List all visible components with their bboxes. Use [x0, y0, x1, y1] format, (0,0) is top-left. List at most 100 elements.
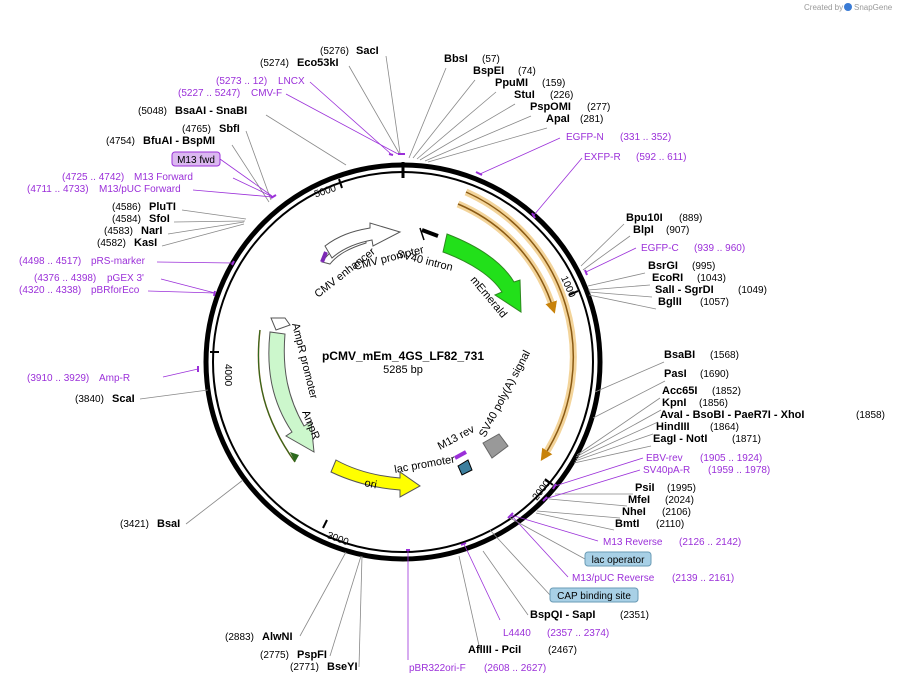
tick-4000: 4000 [222, 364, 233, 387]
leader-lines-left [139, 55, 401, 668]
site-pos: (4582) [97, 238, 126, 249]
primer-name: pBRforEco [91, 285, 140, 296]
primer-pos: (1959 .. 1978) [708, 465, 770, 476]
primers: LNCX (5273 .. 12) CMV-F (5227 .. 5247) E… [19, 76, 770, 674]
sv40-polya-feature: SV40 poly(A) signal [477, 348, 533, 459]
site-name: KpnI [662, 397, 686, 409]
orange-arcs [456, 188, 577, 462]
lac-operator-label: lac operator [592, 555, 645, 566]
site-pos: (74) [518, 66, 536, 77]
site-pos: (1864) [710, 422, 739, 433]
site-name: HindIII [656, 421, 690, 433]
site-name: BsaI [157, 518, 180, 530]
plasmid-length: 5285 bp [383, 364, 423, 376]
site-name: PspOMI [530, 101, 571, 113]
site-pos: (1856) [699, 398, 728, 409]
primer-name: EGFP-N [566, 132, 604, 143]
site-pos: (1043) [697, 273, 726, 284]
m13-fwd-label: M13 fwd [177, 155, 215, 166]
site-name: BspEI [473, 65, 504, 77]
site-pos: (1049) [738, 285, 767, 296]
site-name: Bpu10I [626, 212, 663, 224]
site-name: Acc65I [662, 385, 697, 397]
site-name: StuI [514, 89, 535, 101]
site-pos: (2883) [225, 632, 254, 643]
site-name: SfoI [149, 213, 170, 225]
site-name: AlwNI [262, 631, 293, 643]
site-pos: (1852) [712, 386, 741, 397]
primer-name: pGEX 3' [107, 273, 144, 284]
primer-name: EGFP-C [641, 243, 679, 254]
primer-pos: (2608 .. 2627) [484, 663, 546, 674]
primer-pos: (3910 .. 3929) [27, 373, 89, 384]
primer-pos: (4498 .. 4517) [19, 256, 81, 267]
primer-name: L4440 [503, 628, 531, 639]
primer-pos: (4725 .. 4742) [62, 172, 124, 183]
primer-name: EXFP-R [584, 152, 621, 163]
primer-name: LNCX [278, 76, 305, 87]
site-pos: (4584) [112, 214, 141, 225]
primer-pos: (2139 .. 2161) [672, 573, 734, 584]
primer-name: pBR322ori-F [409, 663, 466, 674]
primer-name: Amp-R [99, 373, 130, 384]
site-pos: (907) [666, 225, 689, 236]
lac-promoter-label: lac promoter [393, 453, 456, 475]
snapgene-logo-icon [844, 3, 852, 11]
sites-left: SacI (5276) Eco53kI (5274) BsaAI - SnaBI… [75, 45, 379, 673]
site-name: PpuMI [495, 77, 528, 89]
ampr-promoter-label: AmpR promoter [289, 322, 320, 401]
site-pos: (1690) [700, 369, 729, 380]
leader-lines-right [408, 67, 666, 651]
site-name: MfeI [628, 494, 650, 506]
site-name: AvaI - BsoBI - PaeR7I - XhoI [660, 409, 804, 421]
site-name: BmtI [615, 518, 639, 530]
site-pos: (889) [679, 213, 702, 224]
site-name: BsaBI [664, 349, 695, 361]
site-name: BglII [658, 296, 682, 308]
site-name: BfuAI - BspMI [143, 135, 215, 147]
site-name: BsrGI [648, 260, 678, 272]
site-name: Eco53kI [297, 57, 339, 69]
tick-5000-mark [338, 178, 343, 189]
site-name: KasI [134, 237, 157, 249]
site-name: SbfI [219, 123, 240, 135]
tick-2000-mark [544, 478, 554, 486]
primer-pos: (331 .. 352) [620, 132, 671, 143]
site-pos: (226) [550, 90, 573, 101]
site-pos: (2775) [260, 650, 289, 661]
primer-name: SV40pA-R [643, 465, 690, 476]
site-pos: (1858) [856, 410, 885, 421]
site-pos: (5276) [320, 46, 349, 57]
sv40-polya-label: SV40 poly(A) signal [477, 348, 533, 439]
site-pos: (1568) [710, 350, 739, 361]
site-name: PsiI [635, 482, 655, 494]
primer-pos: (5227 .. 5247) [178, 88, 240, 99]
leader-lines-primers [147, 81, 644, 660]
primer-name: M13/pUC Forward [99, 184, 181, 195]
site-name: BbsI [444, 53, 468, 65]
site-name: PluTI [149, 201, 176, 213]
site-pos: (3840) [75, 394, 104, 405]
primer-pos: (2357 .. 2374) [547, 628, 609, 639]
site-pos: (1995) [667, 483, 696, 494]
memerald-feature: mEmerald [442, 233, 522, 320]
site-pos: (2024) [665, 495, 694, 506]
site-name: BseYI [327, 661, 358, 673]
primer-name: CMV-F [251, 88, 282, 99]
ori-label: ori [363, 477, 377, 491]
site-pos: (4754) [106, 136, 135, 147]
site-name: BspQI - SapI [530, 609, 595, 621]
amp-r-arc [257, 329, 299, 463]
cap-site-box: CAP binding site [489, 529, 639, 603]
cap-site-label: CAP binding site [557, 591, 631, 602]
site-pos: (281) [580, 114, 603, 125]
site-name: PasI [664, 368, 687, 380]
site-name: NarI [141, 225, 162, 237]
primer-pos: (5273 .. 12) [216, 76, 267, 87]
primer-pos: (2126 .. 2142) [679, 537, 741, 548]
site-name: SalI - SgrDI [655, 284, 714, 296]
site-pos: (3421) [120, 519, 149, 530]
primer-pos: (1905 .. 1924) [700, 453, 762, 464]
site-pos: (1057) [700, 297, 729, 308]
